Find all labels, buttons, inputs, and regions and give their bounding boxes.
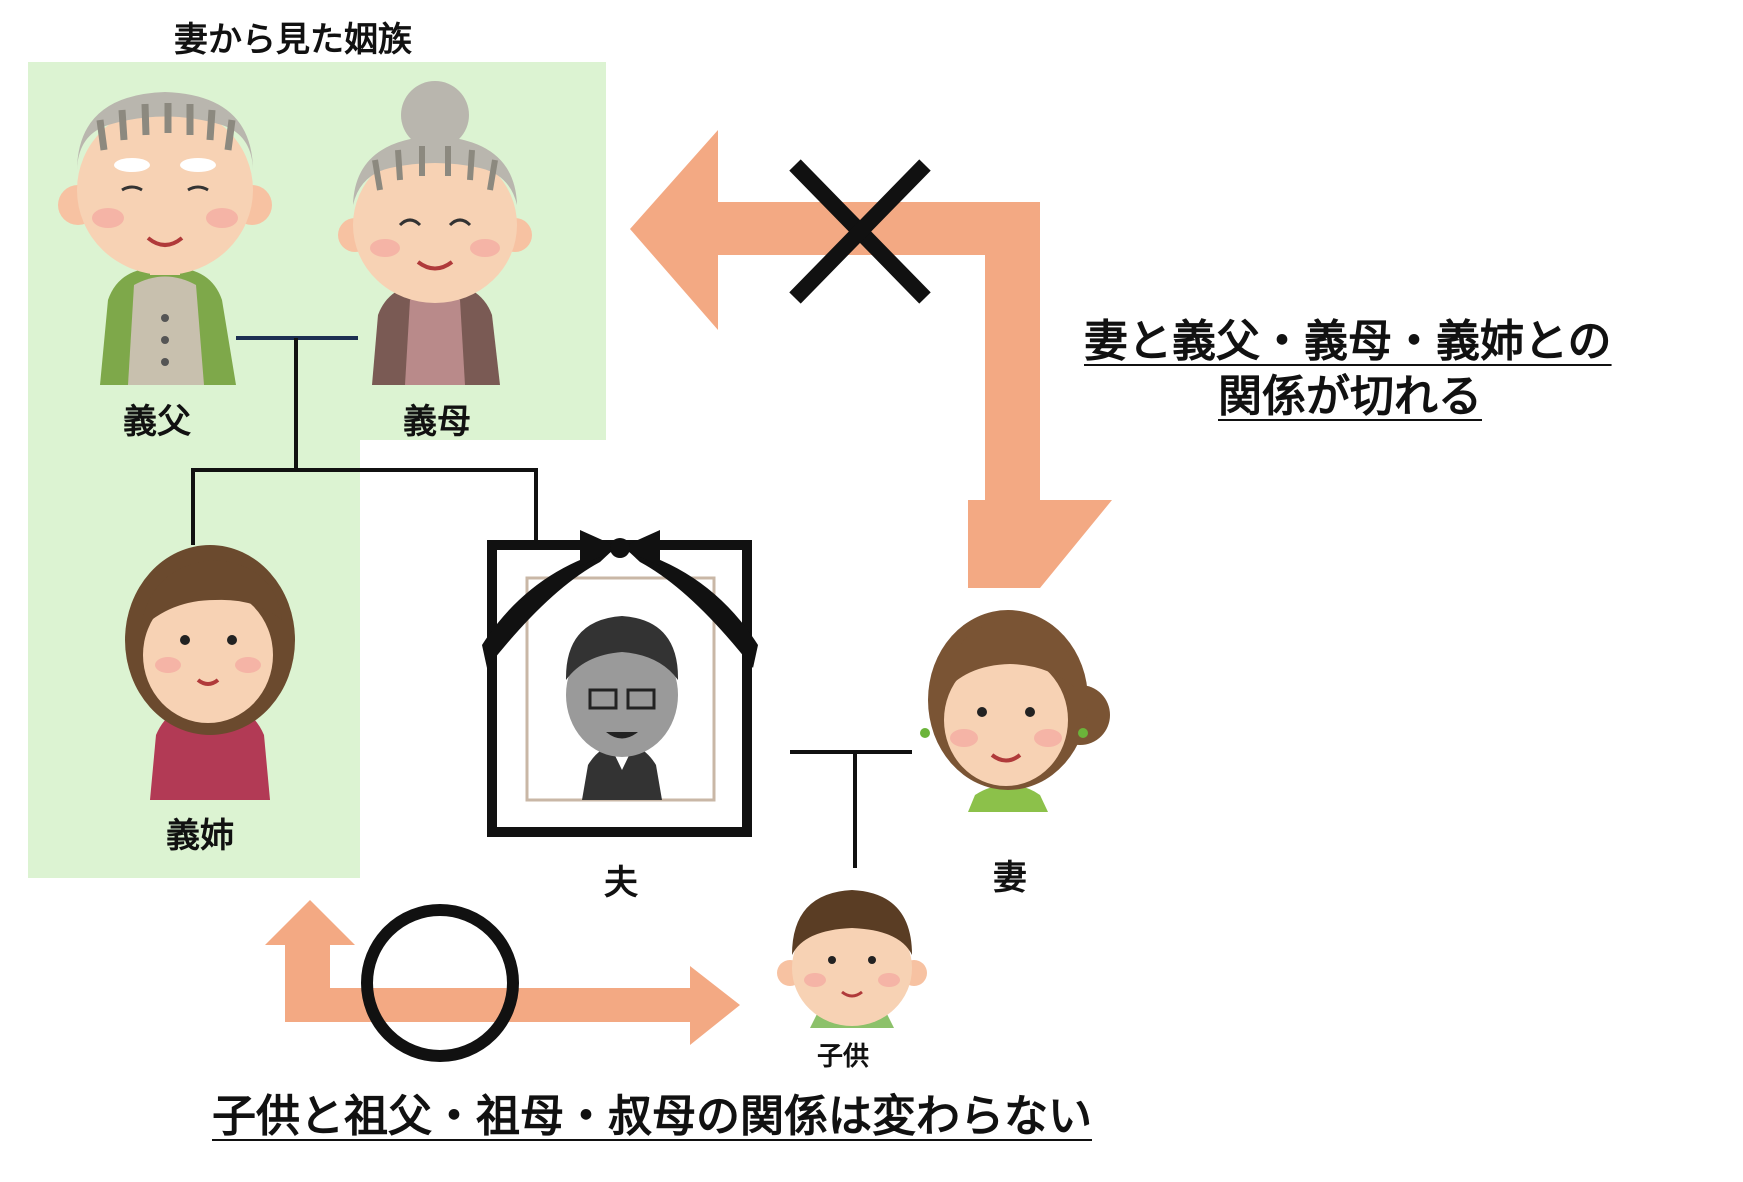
- label-sister-in-law: 義姉: [166, 816, 234, 856]
- group-title: 妻から見た姻族: [174, 20, 412, 60]
- statement-broken-line1: 妻と義父・義母・義姉との: [1084, 316, 1612, 367]
- cross-mark: [789, 159, 931, 304]
- broken-relation-arrow: [630, 130, 1112, 588]
- statement-kept: 子供と祖父・祖母・叔母の関係は変わらない: [212, 1091, 1092, 1142]
- label-mother-in-law: 義母: [403, 402, 471, 442]
- family-tree-lines: [191, 336, 912, 868]
- label-father-in-law: 義父: [123, 402, 191, 442]
- label-child: 子供: [817, 1042, 870, 1072]
- label-husband: 夫: [604, 863, 638, 903]
- father-in-law-illustration: [58, 92, 272, 385]
- kept-relation-arrow: [265, 900, 740, 1045]
- mother-in-law-illustration: [338, 81, 532, 385]
- statement-broken-line2: 関係が切れる: [1218, 371, 1482, 422]
- circle-mark: [361, 904, 519, 1062]
- wife-illustration: [920, 610, 1110, 812]
- child-illustration: [777, 890, 927, 1028]
- sister-in-law-illustration: [125, 545, 295, 800]
- label-wife: 妻: [993, 858, 1027, 898]
- husband-memorial-portrait: [482, 530, 758, 837]
